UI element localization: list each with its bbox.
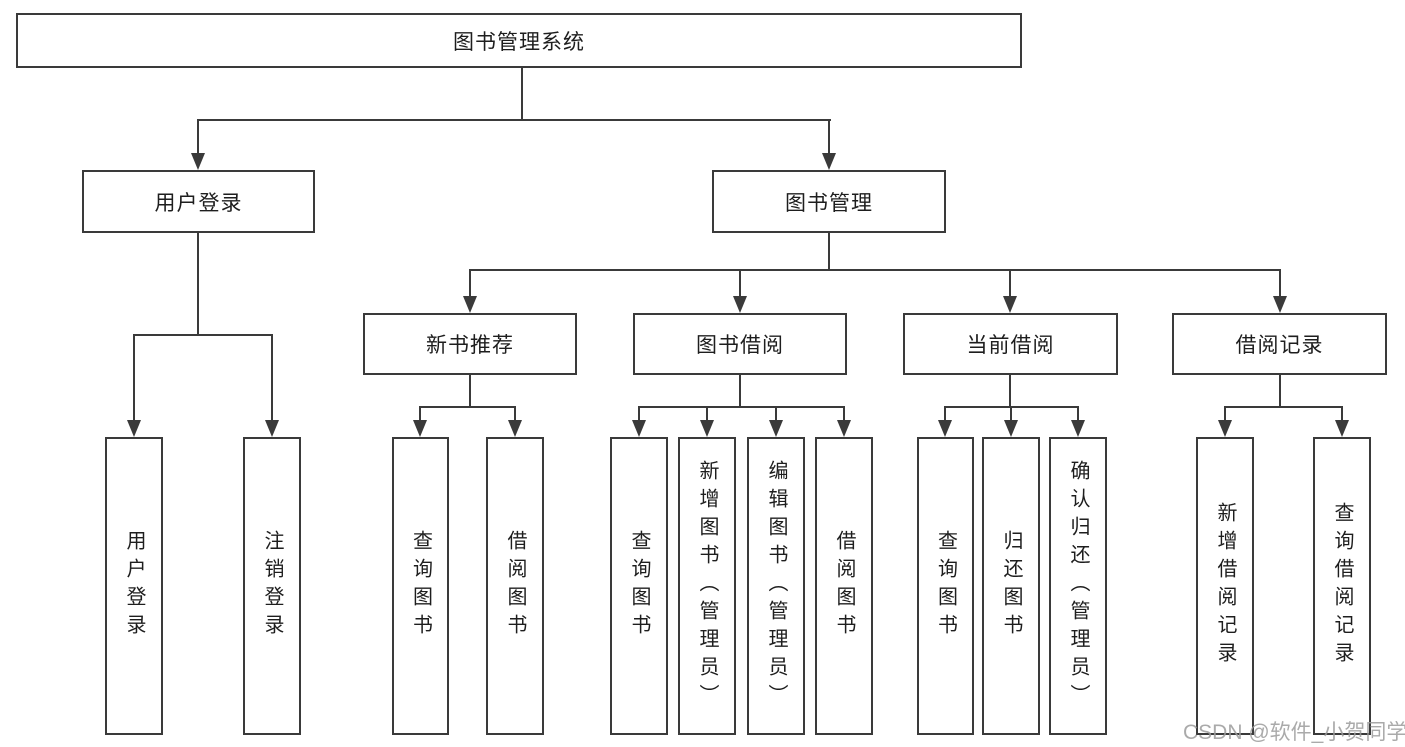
leaf-label: 归还图书 xyxy=(1000,530,1022,642)
leaf-label: 借阅图书 xyxy=(833,530,855,642)
leaf-label: 借阅图书 xyxy=(504,530,526,642)
arrow-down-icon xyxy=(1071,420,1085,437)
connector-line xyxy=(469,375,471,407)
connector-line xyxy=(1077,407,1079,421)
leaf-label: 查询借阅记录 xyxy=(1331,502,1353,670)
connector-split xyxy=(419,406,516,408)
connector-line xyxy=(739,270,741,297)
node-root-label: 图书管理系统 xyxy=(453,30,585,54)
connector-line xyxy=(1224,407,1226,421)
leaf-label: 查询图书 xyxy=(628,530,650,642)
connector-line xyxy=(1009,375,1011,407)
leaf-label: 编辑图书（管理员） xyxy=(765,460,787,712)
node-label: 当前借阅 xyxy=(966,334,1055,357)
leaf-label: 确认归还（管理员） xyxy=(1067,460,1089,712)
connector-split xyxy=(638,406,845,408)
connector-line xyxy=(739,375,741,407)
connector-login-trunk xyxy=(197,233,199,335)
leaf-confirm-return-admin: 确认归还（管理员） xyxy=(1049,437,1107,735)
connector-level3-split xyxy=(469,269,1281,271)
arrow-down-icon xyxy=(1273,296,1287,313)
arrow-down-icon xyxy=(733,296,747,313)
connector-login-split xyxy=(133,334,273,336)
leaf-borrow-book: 借阅图书 xyxy=(815,437,873,735)
connector-line xyxy=(638,407,640,421)
connector-line xyxy=(197,120,199,154)
connector-split xyxy=(1224,406,1343,408)
connector-line xyxy=(706,407,708,421)
leaf-label: 查询图书 xyxy=(409,530,432,642)
leaf-query-borrow-record: 查询借阅记录 xyxy=(1313,437,1371,735)
connector-line xyxy=(1009,270,1011,297)
arrow-down-icon xyxy=(265,420,279,437)
leaf-label: 用户登录 xyxy=(123,530,145,642)
leaf-borrow-book: 借阅图书 xyxy=(486,437,544,735)
csdn-watermark: CSDN @软件_小贺同学 xyxy=(1183,721,1405,744)
node-book-borrow: 图书借阅 xyxy=(633,313,847,375)
connector-line xyxy=(271,335,273,421)
leaf-add-borrow-record: 新增借阅记录 xyxy=(1196,437,1254,735)
node-label: 借阅记录 xyxy=(1235,334,1324,357)
connector-line xyxy=(1279,375,1281,407)
connector-line xyxy=(843,407,845,421)
node-book-management: 图书管理 xyxy=(712,170,946,233)
arrow-down-icon xyxy=(632,420,646,437)
arrow-down-icon xyxy=(191,153,205,170)
leaf-query-book: 查询图书 xyxy=(917,437,974,735)
leaf-logout: 注销登录 xyxy=(243,437,301,735)
arrow-down-icon xyxy=(700,420,714,437)
arrow-down-icon xyxy=(837,420,851,437)
arrow-down-icon xyxy=(463,296,477,313)
leaf-label: 查询图书 xyxy=(934,530,957,642)
arrow-down-icon xyxy=(1003,296,1017,313)
connector-line xyxy=(1010,407,1012,421)
connector-line xyxy=(828,120,830,154)
connector-line xyxy=(469,270,471,297)
arrow-down-icon xyxy=(1335,420,1349,437)
connector-line xyxy=(775,407,777,421)
arrow-down-icon xyxy=(822,153,836,170)
node-borrow-records: 借阅记录 xyxy=(1172,313,1387,375)
leaf-add-book-admin: 新增图书（管理员） xyxy=(678,437,736,735)
arrow-down-icon xyxy=(769,420,783,437)
node-new-book-recommend: 新书推荐 xyxy=(363,313,577,375)
leaf-query-book: 查询图书 xyxy=(392,437,449,735)
connector-line xyxy=(419,407,421,421)
leaf-label: 新增图书（管理员） xyxy=(696,460,718,712)
node-label: 新书推荐 xyxy=(426,334,514,357)
leaf-return-book: 归还图书 xyxy=(982,437,1040,735)
node-label: 图书借阅 xyxy=(696,334,784,357)
arrow-down-icon xyxy=(413,420,427,437)
node-label: 图书管理 xyxy=(785,191,873,215)
connector-line xyxy=(133,335,135,421)
node-current-borrow: 当前借阅 xyxy=(903,313,1118,375)
leaf-query-book: 查询图书 xyxy=(610,437,668,735)
arrow-down-icon xyxy=(127,420,141,437)
connector-level2-split xyxy=(197,119,831,121)
connector-line xyxy=(514,407,516,421)
leaf-edit-book-admin: 编辑图书（管理员） xyxy=(747,437,805,735)
arrow-down-icon xyxy=(508,420,522,437)
leaf-user-login: 用户登录 xyxy=(105,437,163,735)
node-label: 用户登录 xyxy=(154,191,243,215)
node-user-login: 用户登录 xyxy=(82,170,315,233)
arrow-down-icon xyxy=(1218,420,1232,437)
node-root: 图书管理系统 xyxy=(16,13,1022,68)
leaf-label: 注销登录 xyxy=(261,530,283,642)
connector-root-trunk xyxy=(521,68,523,120)
connector-line xyxy=(944,407,946,421)
arrow-down-icon xyxy=(938,420,952,437)
connector-line xyxy=(1279,270,1281,297)
arrow-down-icon xyxy=(1004,420,1018,437)
connector-mgmt-trunk xyxy=(828,233,830,270)
connector-line xyxy=(1341,407,1343,421)
leaf-label: 新增借阅记录 xyxy=(1214,502,1236,670)
